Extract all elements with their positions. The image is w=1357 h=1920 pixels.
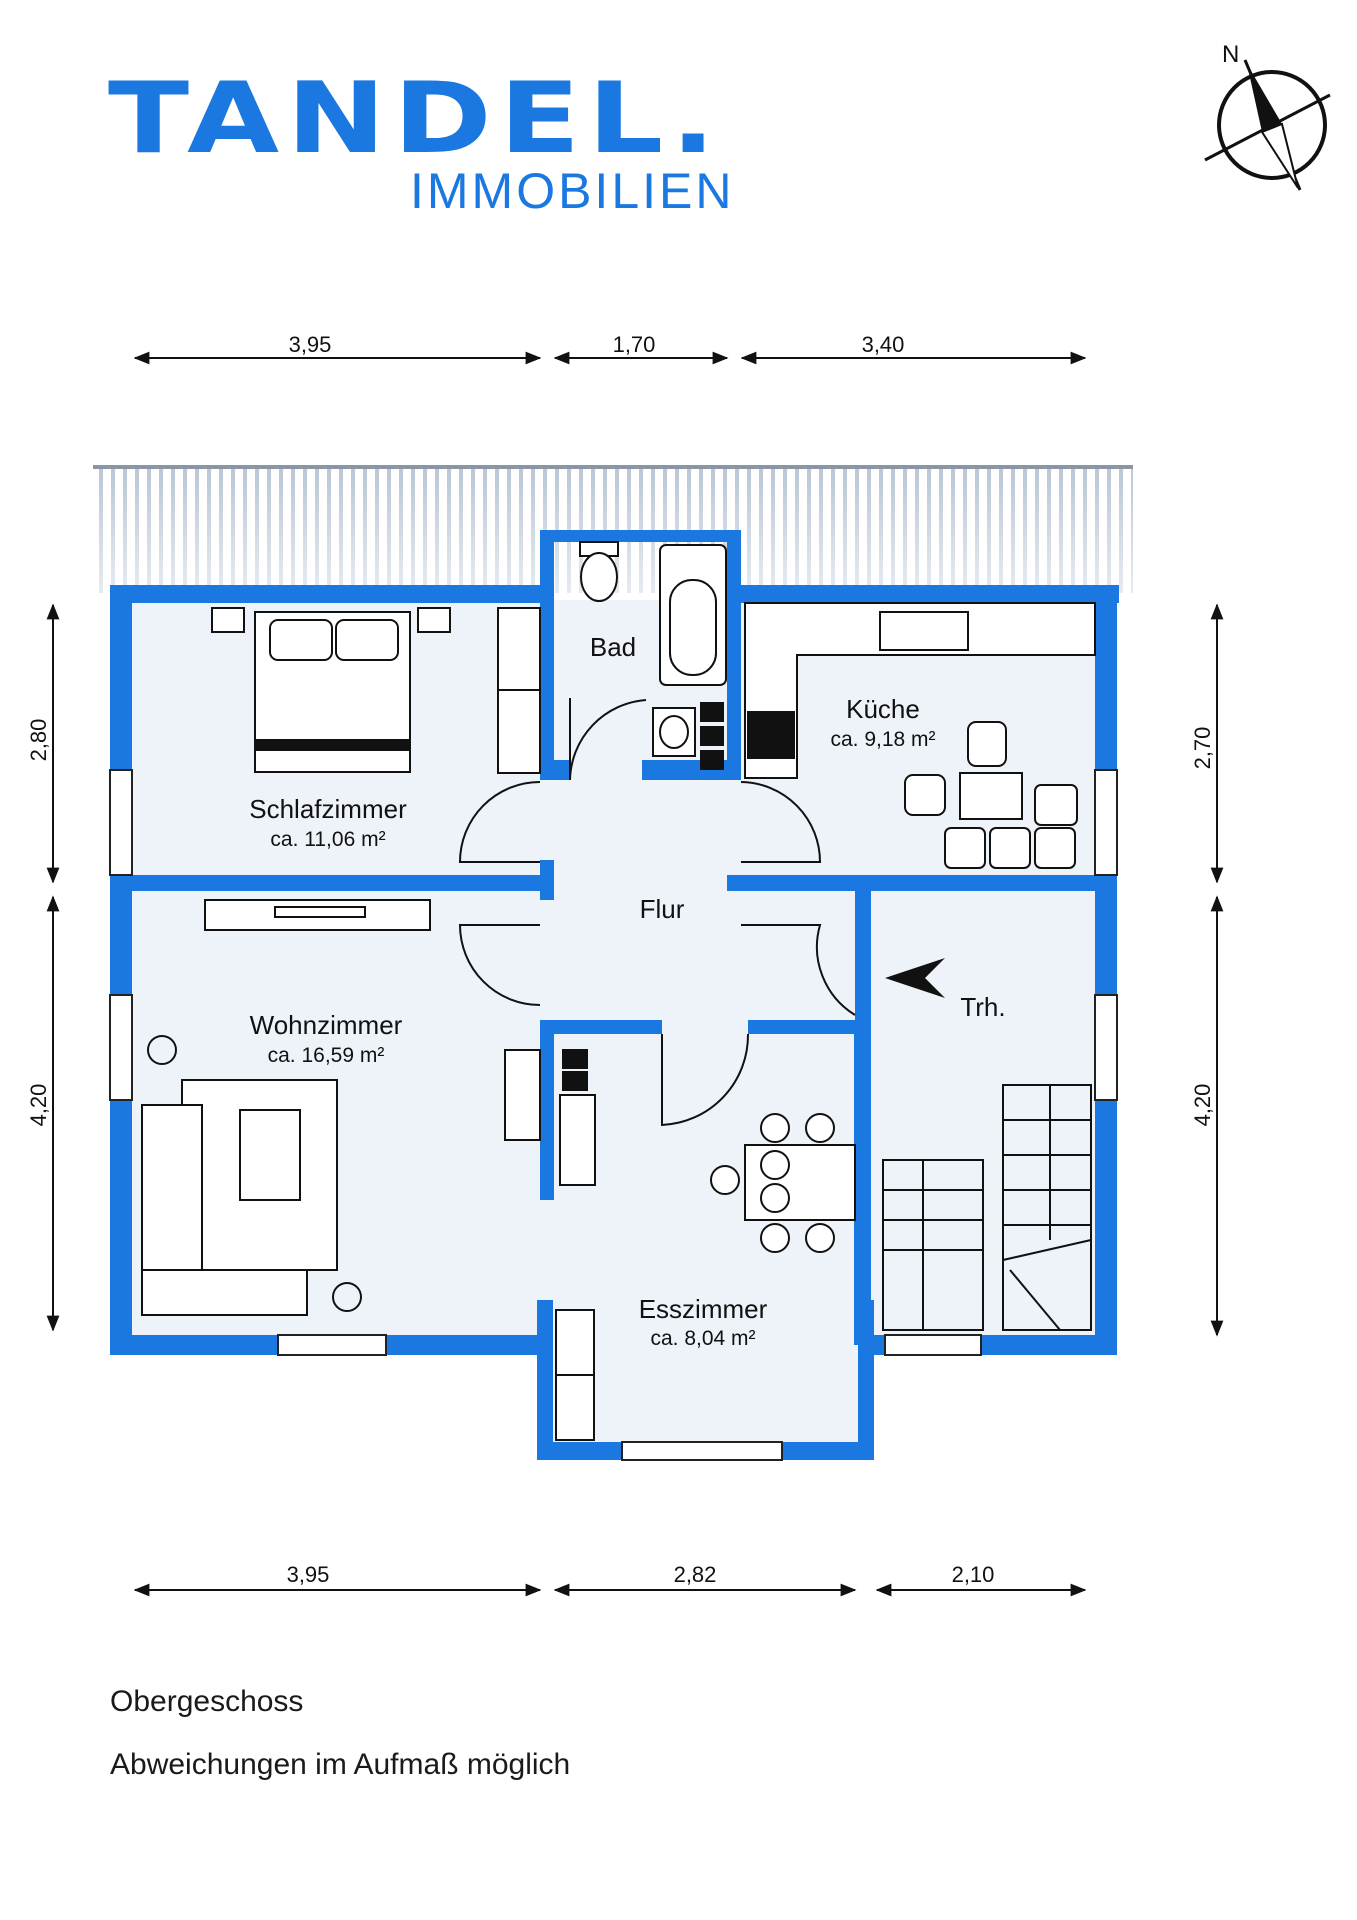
- room-kueche-area: ca. 9,18 m²: [830, 728, 935, 751]
- dim-top-3: 3,40: [862, 332, 905, 357]
- bed-icon: [211, 607, 451, 773]
- desk-icon: [504, 1049, 596, 1186]
- tv-board-icon: [204, 899, 431, 931]
- staircase-icon: [882, 1084, 1092, 1331]
- dim-left-1: 2,80: [26, 719, 51, 762]
- dim-top-1: 3,95: [289, 332, 332, 357]
- room-schlafzimmer-name: Schlafzimmer: [249, 794, 407, 824]
- room-kueche-name: Küche: [846, 694, 920, 724]
- entrance-arrow-icon: [885, 958, 945, 998]
- disclaimer-note: Abweichungen im Aufmaß möglich: [110, 1748, 571, 1781]
- room-bad-name: Bad: [590, 632, 636, 662]
- room-wohnzimmer-name: Wohnzimmer: [250, 1010, 403, 1040]
- kitchen-counter-icon: [744, 602, 1096, 779]
- compass-north-label: N: [1222, 41, 1239, 68]
- shaft-icon: [700, 702, 724, 770]
- sink-icon: [652, 707, 696, 757]
- room-treppenhaus-name: Trh.: [960, 992, 1005, 1022]
- dim-right-1: 2,70: [1190, 727, 1215, 770]
- dim-bottom-2: 2,82: [674, 1562, 717, 1587]
- bathtub-icon: [659, 544, 727, 686]
- compass-icon: N: [1204, 41, 1331, 191]
- dining-table-icon: [710, 1113, 856, 1253]
- dim-right-2: 4,20: [1190, 1084, 1215, 1127]
- sofa-icon: [141, 1079, 338, 1316]
- room-esszimmer-area: ca. 8,04 m²: [650, 1327, 755, 1350]
- room-wohnzimmer-area: ca. 16,59 m²: [268, 1044, 385, 1067]
- room-esszimmer-name: Esszimmer: [639, 1294, 768, 1324]
- dim-left-2: 4,20: [26, 1084, 51, 1127]
- wardrobe-icon: [497, 607, 541, 774]
- dimension-right: 2,70 4,20: [1190, 603, 1224, 1337]
- brand-logo: TANDEL.: [108, 62, 723, 176]
- dim-bottom-3: 2,10: [952, 1562, 995, 1587]
- dim-top-2: 1,70: [613, 332, 656, 357]
- room-schlafzimmer-area: ca. 11,06 m²: [270, 828, 385, 851]
- dim-bottom-1: 3,95: [287, 1562, 330, 1587]
- dimension-bottom: 3,95 2,82 2,10: [133, 1562, 1087, 1597]
- windows: [109, 769, 1118, 1461]
- floor-label: Obergeschoss: [110, 1685, 304, 1718]
- sideboard-icon: [555, 1309, 595, 1441]
- plant-icon: [147, 1035, 362, 1312]
- brand-sub: IMMOBILIEN: [410, 163, 734, 219]
- dining-table-kitchen-icon: [904, 721, 1078, 869]
- dimension-left: 2,80 4,20: [26, 603, 60, 1332]
- room-flur-name: Flur: [640, 894, 685, 924]
- doors: [458, 698, 856, 1127]
- dimension-top: 3,95 1,70 3,40: [133, 332, 1087, 365]
- toilet-icon: [579, 541, 619, 602]
